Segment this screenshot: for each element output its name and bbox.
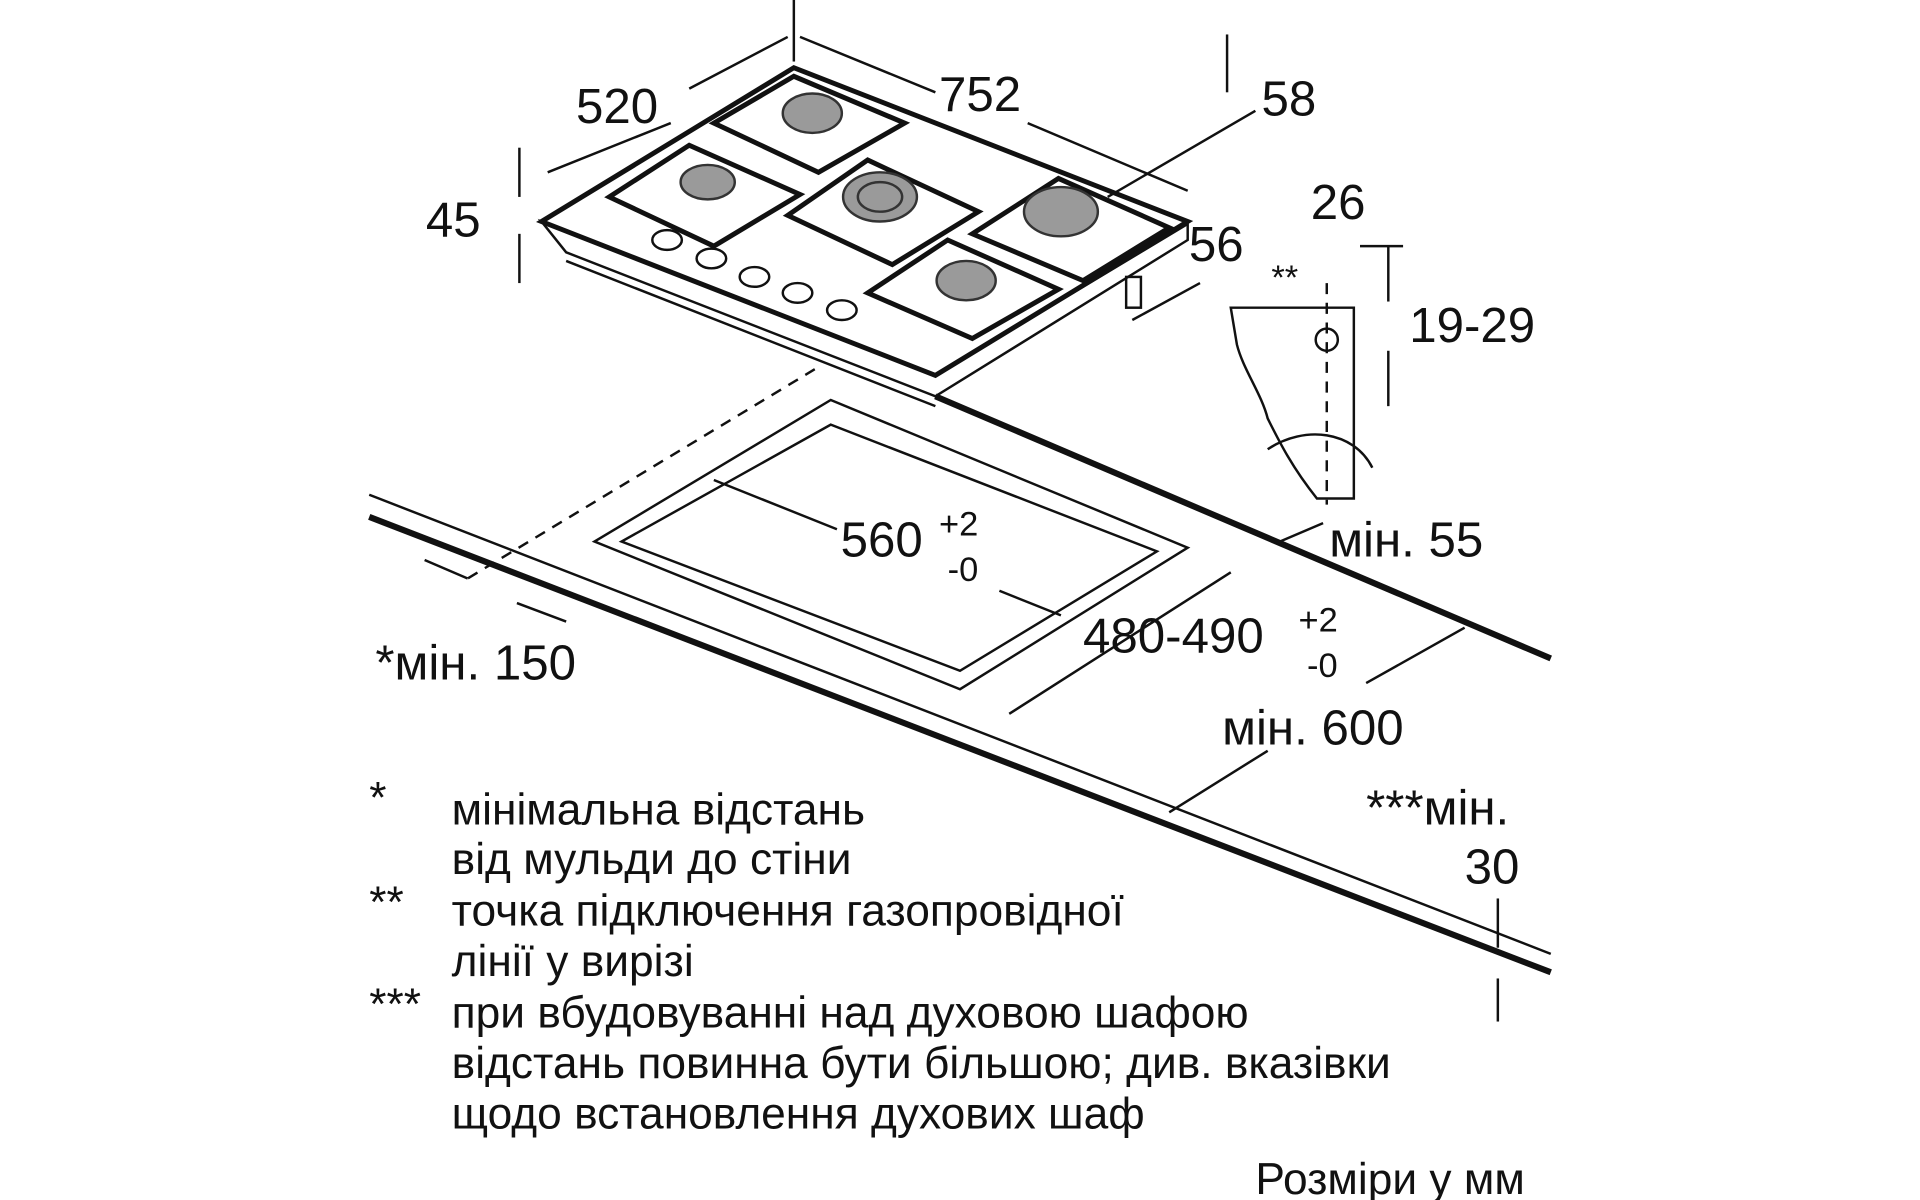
dim-min-back-label: мін. 55 — [1329, 512, 1483, 567]
dim-min-below-label: ***мін. — [1366, 781, 1509, 836]
note-line: лінії у вирізі — [452, 937, 694, 986]
gas-connector-profile — [1229, 283, 1374, 505]
dim-min-side-label: *мін. 150 — [375, 635, 576, 690]
dim-cutout-depth-tol-plus: +2 — [1298, 601, 1337, 639]
dim-cutout-width-tol-minus: -0 — [948, 551, 979, 589]
dim-height-label: 45 — [426, 192, 481, 247]
worktop — [368, 368, 1552, 976]
dim-connector-height-label: 19-29 — [1409, 298, 1535, 353]
note-line: щодо встановлення духових шаф — [452, 1090, 1145, 1139]
connector-mark: ** — [1271, 259, 1298, 297]
dim-cutout-width-label: 560 — [841, 512, 923, 567]
dimension-lines — [424, 0, 1500, 1022]
note-line: відстань повинна бути більшою; див. вказ… — [452, 1039, 1391, 1088]
footnotes: * мінімальна відстань від мульди до стін… — [369, 773, 1390, 1138]
dim-connector-depth-label: 56 — [1189, 217, 1244, 272]
dim-cutout-width-tol-plus: +2 — [939, 505, 978, 543]
note-mark: * — [369, 773, 386, 822]
dim-min-worktop-label: мін. 600 — [1222, 701, 1403, 756]
note-line: при вбудовуванні над духовою шафою — [452, 989, 1249, 1038]
dim-cutout-depth-label: 480-490 — [1083, 608, 1264, 663]
dim-depth-label: 520 — [576, 79, 658, 134]
control-knobs — [651, 228, 858, 322]
dim-width-label: 752 — [939, 67, 1021, 122]
note-line: точка підключення газопровідної — [452, 887, 1124, 936]
note-mark: *** — [369, 980, 421, 1029]
note-mark: ** — [369, 878, 403, 927]
dim-cutout-depth-tol-minus: -0 — [1307, 647, 1338, 685]
hob — [536, 64, 1194, 408]
note-line: від мульди до стіни — [452, 835, 852, 884]
burners — [679, 92, 1100, 302]
dim-min-below-value: 30 — [1465, 840, 1520, 895]
note-line: мінімальна відстань — [452, 786, 865, 835]
units-caption: Розміри у мм — [1255, 1155, 1524, 1200]
cutout — [591, 398, 1191, 691]
dim-gas-depth-label: 58 — [1262, 72, 1317, 127]
dim-connector-offset-label: 26 — [1311, 175, 1366, 230]
